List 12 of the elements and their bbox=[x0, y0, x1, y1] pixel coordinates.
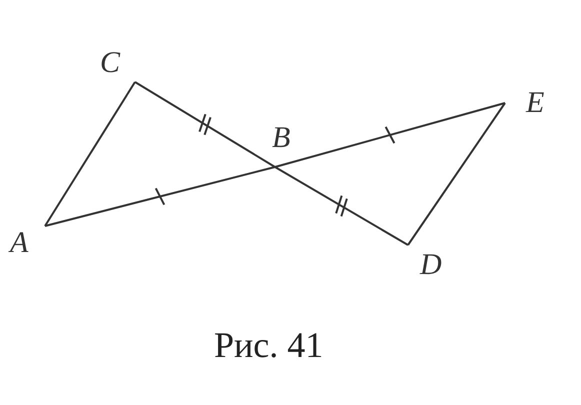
line-segment bbox=[44, 166, 276, 227]
point-label: D bbox=[420, 250, 442, 280]
point-label: E bbox=[526, 88, 544, 118]
figure-caption: Рис. 41 bbox=[214, 325, 324, 365]
line-segment bbox=[274, 102, 506, 168]
point-label: C bbox=[100, 48, 120, 78]
line-segment bbox=[407, 102, 506, 246]
line-segment bbox=[274, 166, 409, 246]
line-segment bbox=[44, 81, 136, 227]
line-segment bbox=[134, 81, 276, 168]
point-label: B bbox=[272, 123, 290, 153]
point-label: A bbox=[10, 228, 28, 258]
